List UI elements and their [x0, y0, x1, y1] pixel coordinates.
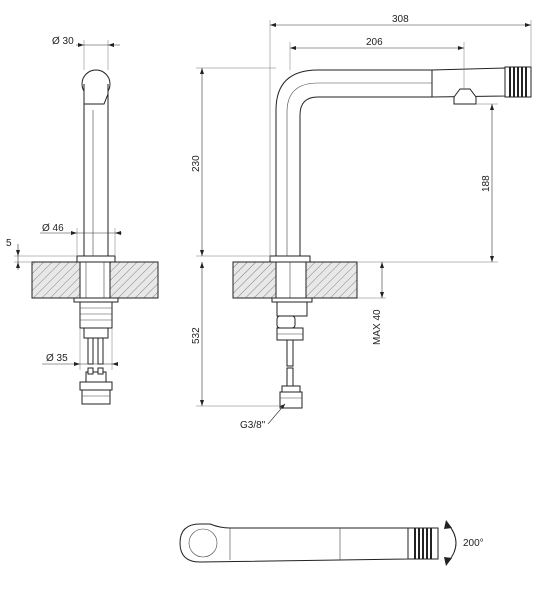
- top-view: 200°: [179, 520, 484, 566]
- side-spout-body: [275, 69, 433, 257]
- dim-side-height: 230: [191, 155, 202, 172]
- side-view: 308 206 230 188 532 MAX 40: [191, 14, 532, 431]
- dim-side-spout-height: 188: [481, 175, 492, 192]
- top-spout-body: [179, 523, 409, 563]
- front-shank: [79, 261, 111, 299]
- side-fixing-nut: [276, 315, 296, 329]
- dim-front-diameter-bottom: Ø 35: [46, 353, 68, 364]
- side-connector: [279, 391, 303, 409]
- dim-front-diameter-mid: Ø 46: [42, 223, 64, 234]
- dim-side-spout-width: 206: [366, 37, 383, 48]
- label-thread: G3/8": [240, 420, 266, 431]
- front-base-ring: [76, 255, 116, 263]
- dim-side-below-counter: 532: [191, 327, 202, 344]
- side-nozzle-knurl: [509, 67, 527, 97]
- label-rotation: 200°: [463, 538, 484, 549]
- dim-front-gap: 5: [6, 238, 12, 249]
- dim-side-max-thickness: MAX 40: [372, 309, 383, 345]
- front-column: [83, 89, 109, 257]
- dim-front-diameter-top: Ø 30: [52, 36, 74, 47]
- side-base-ring: [269, 255, 311, 263]
- front-connector-nut: [79, 381, 113, 391]
- dim-side-total-width: 308: [392, 14, 409, 25]
- front-fixing-nut: [79, 301, 113, 329]
- side-lever: [453, 88, 477, 105]
- front-view: Ø 30 Ø 46 5 Ø 35: [6, 36, 159, 405]
- top-nozzle-knurl: [414, 528, 432, 559]
- rotation-arrow-icon: [447, 523, 457, 563]
